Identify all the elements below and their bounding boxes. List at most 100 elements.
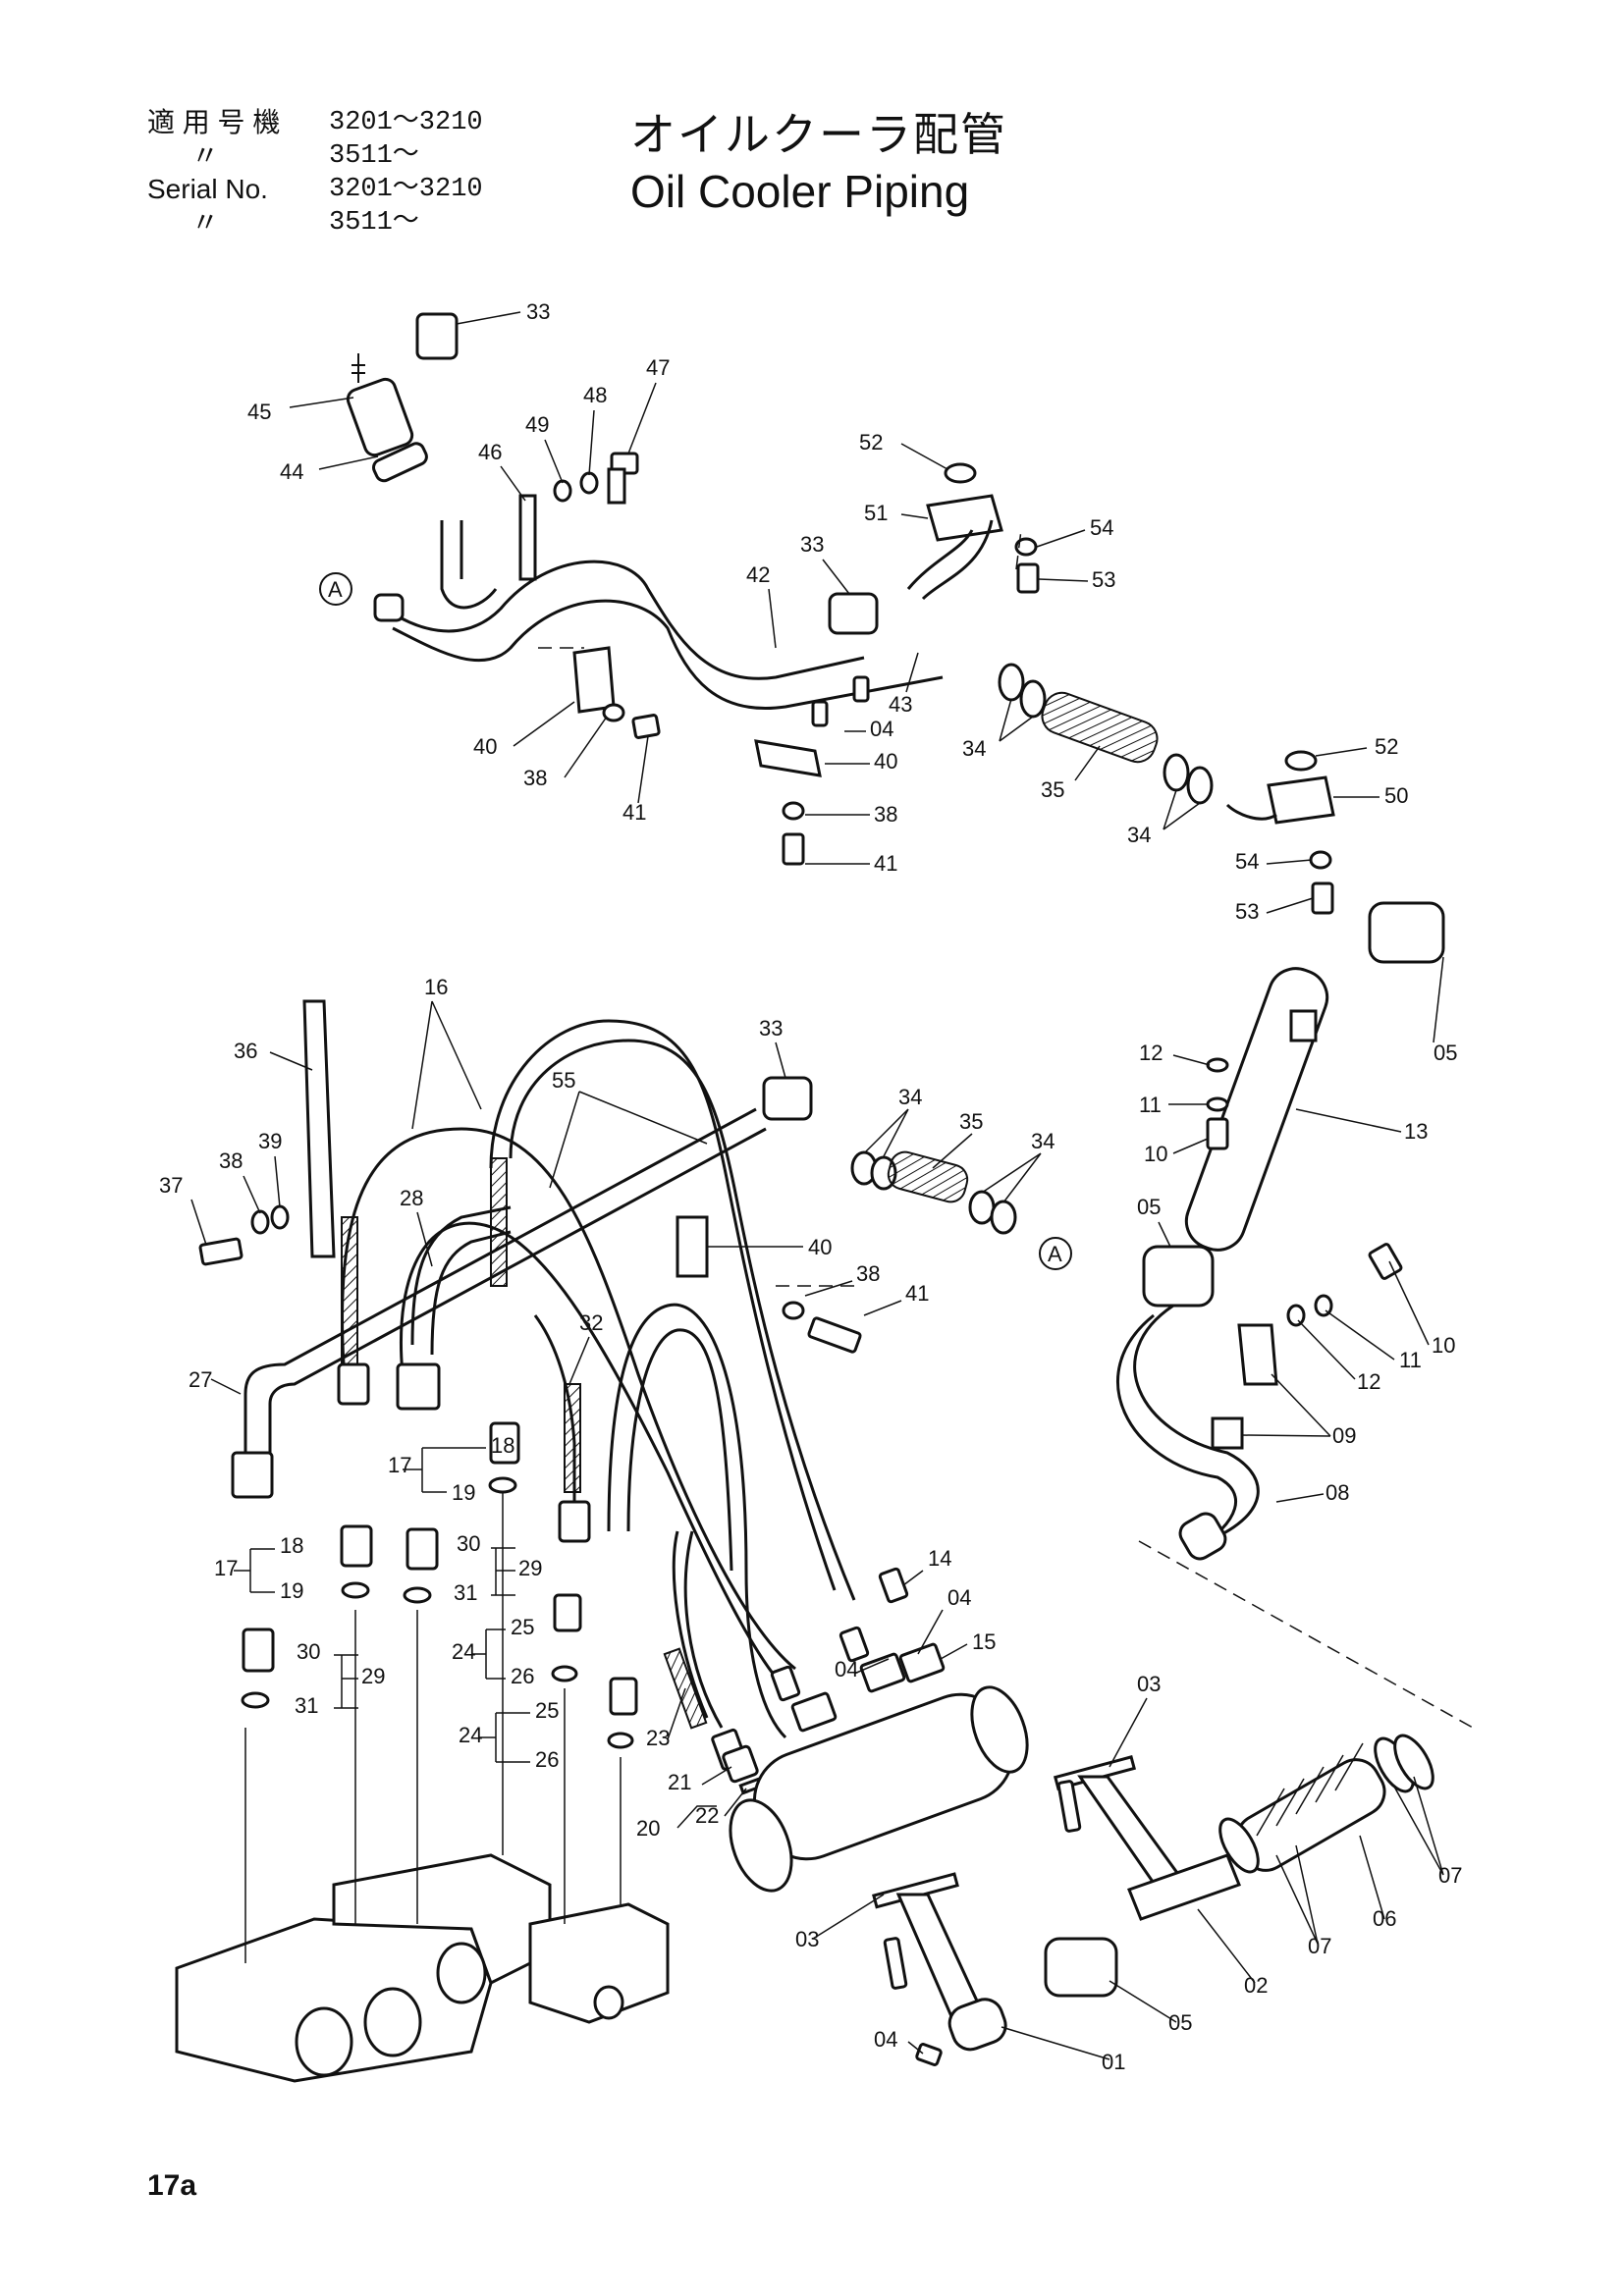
ditto-mark-1: 〃 <box>191 140 220 171</box>
callout-38: 38 <box>856 1261 880 1286</box>
callout-38: 38 <box>523 766 547 790</box>
callout-11: 11 <box>1399 1348 1422 1372</box>
callout-54: 54 <box>1090 515 1113 540</box>
callout-10: 10 <box>1432 1333 1455 1358</box>
callout-51: 51 <box>864 501 888 525</box>
serial-range-1: 3201～3210 <box>329 175 483 204</box>
callout-50: 50 <box>1384 783 1408 808</box>
hose-assembly <box>175 999 1474 2083</box>
callout-45: 45 <box>247 400 271 424</box>
serial-applicability-block: 適 用 号 機 3201～3210 〃 3511～ Serial No. 320… <box>147 106 483 240</box>
callout-26: 26 <box>535 1747 559 1772</box>
callout-19: 19 <box>280 1578 303 1603</box>
callout-12: 12 <box>1357 1369 1380 1394</box>
callout-12: 12 <box>1139 1041 1163 1065</box>
title-japanese: オイルクーラ配管 <box>630 109 1007 160</box>
callout-30: 30 <box>457 1531 480 1556</box>
callout-37: 37 <box>159 1173 183 1198</box>
callout-36: 36 <box>234 1039 257 1063</box>
callout-35: 35 <box>1041 777 1064 802</box>
callout-34: 34 <box>962 736 986 761</box>
serial-no-label: Serial No. <box>147 174 268 204</box>
serial-range-2: 3511～ <box>329 208 419 238</box>
callout-52: 52 <box>859 430 883 454</box>
callout-09: 09 <box>1332 1423 1356 1448</box>
callout-10: 10 <box>1144 1142 1167 1166</box>
callout-33: 33 <box>800 532 824 557</box>
callout-31: 31 <box>295 1693 318 1718</box>
callout-05: 05 <box>1137 1195 1161 1219</box>
callout-21: 21 <box>668 1770 691 1794</box>
callout-03: 03 <box>1137 1672 1161 1696</box>
callout-44: 44 <box>280 459 303 484</box>
callout-41: 41 <box>874 851 897 876</box>
callout-07: 07 <box>1438 1863 1462 1888</box>
callout-04: 04 <box>870 717 893 741</box>
callout-38: 38 <box>219 1148 243 1173</box>
callout-24: 24 <box>452 1639 475 1664</box>
leader-lines <box>190 311 1444 2060</box>
callout-11: 11 <box>1139 1093 1162 1117</box>
right-pipe-assembly <box>1116 901 1445 1561</box>
callout-33: 33 <box>759 1016 783 1041</box>
reference-circle-a <box>1039 1237 1072 1270</box>
applicable-range-2: 3511～ <box>329 141 419 171</box>
callout-34: 34 <box>1127 823 1151 847</box>
callout-29: 29 <box>518 1556 542 1580</box>
callout-31: 31 <box>454 1580 477 1605</box>
callout-47: 47 <box>646 355 670 380</box>
callout-33: 33 <box>526 299 550 324</box>
callout-40: 40 <box>874 749 897 774</box>
callout-22: 22 <box>695 1803 719 1828</box>
reference-a: A <box>1048 1242 1062 1266</box>
callout-48: 48 <box>583 383 607 407</box>
callout-27: 27 <box>189 1367 212 1392</box>
callout-03: 03 <box>795 1927 819 1951</box>
callout-17: 17 <box>214 1556 238 1580</box>
callout-41: 41 <box>905 1281 929 1306</box>
callout-08: 08 <box>1325 1480 1349 1505</box>
callout-39: 39 <box>258 1129 282 1153</box>
callout-42: 42 <box>746 562 770 587</box>
callout-13: 13 <box>1404 1119 1428 1144</box>
applicable-model-label: 適 用 号 機 <box>147 107 281 137</box>
callout-43: 43 <box>889 692 912 717</box>
callout-15: 15 <box>972 1629 996 1654</box>
callout-25: 25 <box>535 1698 559 1723</box>
callout-24: 24 <box>459 1723 482 1747</box>
callout-35: 35 <box>959 1109 983 1134</box>
upper-pipe-assembly <box>346 312 1335 915</box>
callout-16: 16 <box>424 975 448 999</box>
callout-05: 05 <box>1434 1041 1457 1065</box>
callout-40: 40 <box>473 734 497 759</box>
reference-circle-a <box>319 572 352 606</box>
callout-53: 53 <box>1235 899 1259 924</box>
callout-26: 26 <box>511 1664 534 1688</box>
callout-05: 05 <box>1168 2010 1192 2035</box>
callout-38: 38 <box>874 802 897 827</box>
ditto-mark-2: 〃 <box>191 207 220 238</box>
callout-41: 41 <box>622 800 646 825</box>
callout-54: 54 <box>1235 849 1259 874</box>
callout-55: 55 <box>552 1068 575 1093</box>
page-number: 17a <box>147 2169 197 2202</box>
callout-02: 02 <box>1244 1973 1268 1998</box>
callout-34: 34 <box>1031 1129 1055 1153</box>
callout-32: 32 <box>579 1310 603 1335</box>
callout-labels: 33 45 44 46 49 48 47 52 51 54 53 42 33 4… <box>159 299 1462 2074</box>
callout-01: 01 <box>1102 2050 1125 2074</box>
callout-20: 20 <box>636 1816 660 1841</box>
callout-04: 04 <box>835 1657 858 1682</box>
callout-17: 17 <box>388 1453 411 1477</box>
callout-29: 29 <box>361 1664 385 1688</box>
callout-07: 07 <box>1308 1934 1331 1958</box>
callout-28: 28 <box>400 1186 423 1210</box>
callout-14: 14 <box>928 1546 951 1571</box>
callout-19: 19 <box>452 1480 475 1505</box>
callout-34: 34 <box>898 1085 922 1109</box>
applicable-range-1: 3201～3210 <box>329 108 483 137</box>
callout-18: 18 <box>491 1433 514 1458</box>
reference-a: A <box>328 577 343 602</box>
callout-18: 18 <box>280 1533 303 1558</box>
